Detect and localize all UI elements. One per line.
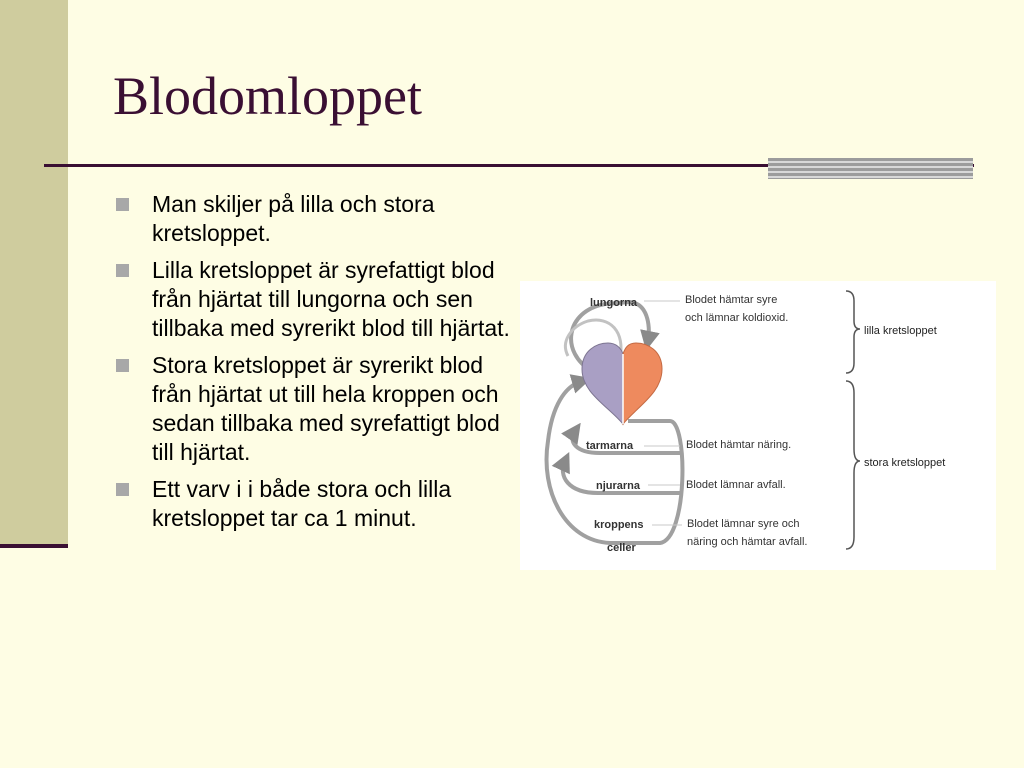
bullet-list: Man skiljer på lilla och stora kretslopp… (116, 190, 516, 541)
square-bullet-icon (116, 264, 129, 277)
bullet-item: Stora kretsloppet är syrerikt blod från … (116, 351, 516, 467)
large-circuit-brace (845, 380, 861, 550)
note-cells-line1: Blodet lämnar syre och (687, 518, 800, 530)
organ-label-kidneys: njurarna (596, 480, 641, 492)
large-circuit-vessel-outer (544, 374, 685, 545)
circulation-diagram-svg: lungorna tarmarna njurarna kroppens cell… (544, 290, 945, 554)
organ-label-cells-line2: celler (607, 542, 636, 554)
bullet-item: Lilla kretsloppet är syrefattigt blod fr… (116, 256, 516, 343)
heart-oxygen-rich-half (622, 342, 663, 426)
title-accent-bar (768, 158, 973, 179)
note-intestines: Blodet hämtar näring. (686, 439, 791, 451)
small-circuit-vessel (569, 299, 660, 373)
title-underline (44, 164, 974, 167)
bullet-text: Ett varv i i både stora och lilla kretsl… (152, 476, 452, 531)
bullet-text: Man skiljer på lilla och stora kretslopp… (152, 191, 435, 246)
intestines-vessel (561, 422, 680, 455)
note-lungs-line2: och lämnar koldioxid. (685, 312, 788, 324)
bullet-text: Lilla kretsloppet är syrefattigt blod fr… (152, 257, 510, 341)
bullet-text: Stora kretsloppet är syrerikt blod från … (152, 352, 500, 465)
large-circuit-label: stora kretsloppet (864, 457, 945, 469)
circulation-diagram: lungorna tarmarna njurarna kroppens cell… (520, 281, 996, 570)
slide-title: Blodomloppet (113, 66, 422, 126)
small-circuit-brace (845, 290, 861, 374)
note-cells-line2: näring och hämtar avfall. (687, 536, 807, 548)
side-strip-divider (0, 544, 68, 548)
note-lungs-line1: Blodet hämtar syre (685, 294, 777, 306)
bullet-item: Man skiljer på lilla och stora kretslopp… (116, 190, 516, 248)
note-kidneys: Blodet lämnar avfall. (686, 479, 786, 491)
small-circuit-label: lilla kretsloppet (864, 325, 937, 337)
organ-label-intestines: tarmarna (586, 440, 634, 452)
square-bullet-icon (116, 483, 129, 496)
organ-label-cells-line1: kroppens (594, 519, 644, 531)
organ-label-lungs: lungorna (590, 297, 638, 309)
square-bullet-icon (116, 359, 129, 372)
side-strip (0, 0, 68, 544)
kidneys-vessel (551, 451, 680, 495)
heart-oxygen-poor-half (581, 342, 624, 426)
bullet-item: Ett varv i i både stora och lilla kretsl… (116, 475, 516, 533)
square-bullet-icon (116, 198, 129, 211)
small-circuit-return-vessel (564, 318, 623, 360)
